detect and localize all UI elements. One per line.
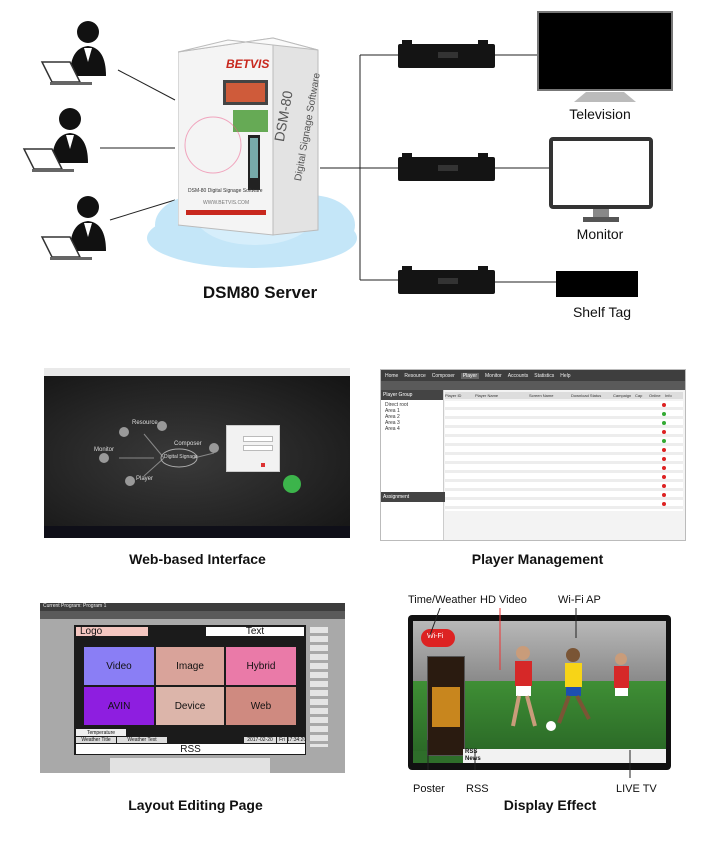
- user-icon: [40, 21, 106, 85]
- table-rows: [445, 401, 683, 511]
- nav-resource[interactable]: Resource: [404, 372, 426, 379]
- screen-rss-label: RSS News: [465, 749, 481, 762]
- tile-avin[interactable]: AVIN: [84, 687, 154, 725]
- callout-live-tv: LIVE TV: [616, 783, 657, 795]
- monitor-label: Monitor: [576, 226, 624, 242]
- callout-wifi-ap: Wi-Fi AP: [558, 594, 601, 606]
- player-management-screenshot: Home Resource Composer Player Monitor Ac…: [380, 369, 686, 541]
- tile-text[interactable]: Text: [206, 626, 304, 637]
- col-campaign[interactable]: Campaign: [613, 393, 632, 398]
- tree-item[interactable]: Area 3: [385, 420, 400, 426]
- col-player-name[interactable]: Player Name: [475, 393, 499, 398]
- window-title: Current Program: Program 1: [40, 603, 345, 611]
- tile-image[interactable]: Image: [156, 647, 224, 685]
- media-player-2: [398, 153, 495, 183]
- user-icon: [40, 196, 106, 260]
- television-icon: [536, 10, 676, 105]
- tile-hybrid[interactable]: Hybrid: [226, 647, 296, 685]
- tree-item[interactable]: Area 2: [385, 414, 400, 420]
- wifi-badge-text: Wi-Fi: [427, 633, 444, 640]
- player-group-panel: Player Group Direct root Area 1 Area 2 A…: [381, 390, 447, 540]
- tile-temperature[interactable]: Temperature: [76, 729, 126, 736]
- tile-weather-title[interactable]: Weather Title: [76, 737, 116, 743]
- media-player-1: [398, 40, 495, 70]
- shelf-tag-label: Shelf Tag: [572, 304, 632, 320]
- shelf-tag-icon: [556, 271, 638, 297]
- tool-buttons[interactable]: [310, 627, 328, 747]
- tree-item[interactable]: Direct root: [385, 402, 409, 408]
- callout-hd-video: HD Video: [480, 594, 527, 606]
- layout-editing-screenshot: Current Program: Program 1 Logo Text Vid…: [40, 603, 345, 773]
- nav-monitor[interactable]: Monitor: [485, 372, 502, 379]
- software-box: BETVIS DSM-80 Digital Signage Software D…: [178, 30, 323, 240]
- tile-time[interactable]: 17:34:20: [286, 737, 307, 743]
- media-player-3: [398, 266, 495, 296]
- web-interface-caption: Web-based Interface: [129, 551, 266, 567]
- display-effect-screen: Wi-Fi RSS News: [408, 615, 671, 770]
- user-laptop-2: [22, 105, 102, 175]
- box-brand: BETVIS: [226, 57, 270, 71]
- col-info[interactable]: Info: [665, 393, 672, 398]
- wifi-badge: Wi-Fi: [421, 629, 455, 647]
- nav-composer[interactable]: Composer: [431, 372, 455, 379]
- rss-strip: [463, 749, 666, 763]
- nav-help[interactable]: Help: [560, 372, 571, 379]
- tree-item[interactable]: Area 4: [385, 426, 400, 432]
- layout-canvas: Logo Text Video Image Hybrid AVIN Device…: [74, 625, 306, 755]
- player-table: Player ID Player Name Screen Name Downlo…: [445, 392, 683, 532]
- callout-lines: [427, 607, 631, 778]
- tile-day[interactable]: Fri: [277, 737, 287, 743]
- tile-web[interactable]: Web: [226, 687, 296, 725]
- col-cap[interactable]: Cap: [635, 393, 643, 398]
- tile-weather-text[interactable]: Weather Text: [117, 737, 167, 743]
- user-icon: [22, 108, 88, 172]
- nav-home[interactable]: Home: [385, 372, 399, 379]
- node-resource: Resource: [132, 420, 158, 426]
- tree-item[interactable]: Area 1: [385, 408, 400, 414]
- tile-device[interactable]: Device: [156, 687, 224, 725]
- player-group-title: Player Group: [381, 390, 443, 400]
- user-laptop-3: [40, 193, 120, 263]
- box-footer: DSM-80 Digital Signage Software: [188, 188, 263, 194]
- callout-poster: Poster: [413, 783, 445, 795]
- server-label: DSM80 Server: [202, 283, 318, 302]
- col-screen-name[interactable]: Screen Name: [529, 393, 554, 398]
- screen-area: Wi-Fi RSS News: [413, 621, 666, 763]
- tile-video[interactable]: Video: [84, 647, 154, 685]
- login-box[interactable]: [226, 425, 280, 472]
- box-url: WWW.BETVIS.COM: [203, 200, 250, 206]
- display-effect-caption: Display Effect: [503, 797, 597, 813]
- tile-date[interactable]: 2017-02-20: [244, 737, 276, 743]
- poster-panel: [427, 656, 465, 756]
- nav-bar: Home Resource Composer Player Monitor Ac…: [381, 370, 685, 381]
- nav-accounts[interactable]: Accounts: [507, 372, 529, 379]
- monitor-icon: [549, 137, 654, 229]
- node-center: Digital Signage: [164, 454, 198, 460]
- col-player-id[interactable]: Player ID: [445, 393, 462, 398]
- nav-player[interactable]: Player: [460, 372, 480, 379]
- connection-lines: [100, 54, 556, 283]
- taskbar: [44, 526, 350, 538]
- user-laptop-1: [40, 18, 120, 88]
- callout-rss: RSS: [466, 783, 489, 795]
- assignment-title: Assignment: [381, 492, 447, 502]
- node-composer: Composer: [174, 441, 202, 447]
- television-label: Television: [569, 106, 631, 122]
- players-figures: [511, 646, 629, 731]
- callout-time-weather: Time/Weather: [408, 594, 477, 606]
- tile-rss[interactable]: RSS: [76, 744, 305, 755]
- property-bar: [110, 758, 270, 773]
- player-management-caption: Player Management: [471, 551, 604, 567]
- layout-editing-caption: Layout Editing Page: [128, 797, 263, 813]
- node-monitor: Monitor: [94, 447, 115, 453]
- node-player: Player: [136, 476, 154, 482]
- tile-logo[interactable]: Logo: [76, 626, 148, 637]
- nav-statistics[interactable]: Statistics: [534, 372, 555, 379]
- col-download-status[interactable]: Download Status: [571, 393, 602, 398]
- web-interface-screenshot: Resource Composer Monitor Digital Signag…: [44, 368, 350, 538]
- col-online[interactable]: Online: [649, 393, 661, 398]
